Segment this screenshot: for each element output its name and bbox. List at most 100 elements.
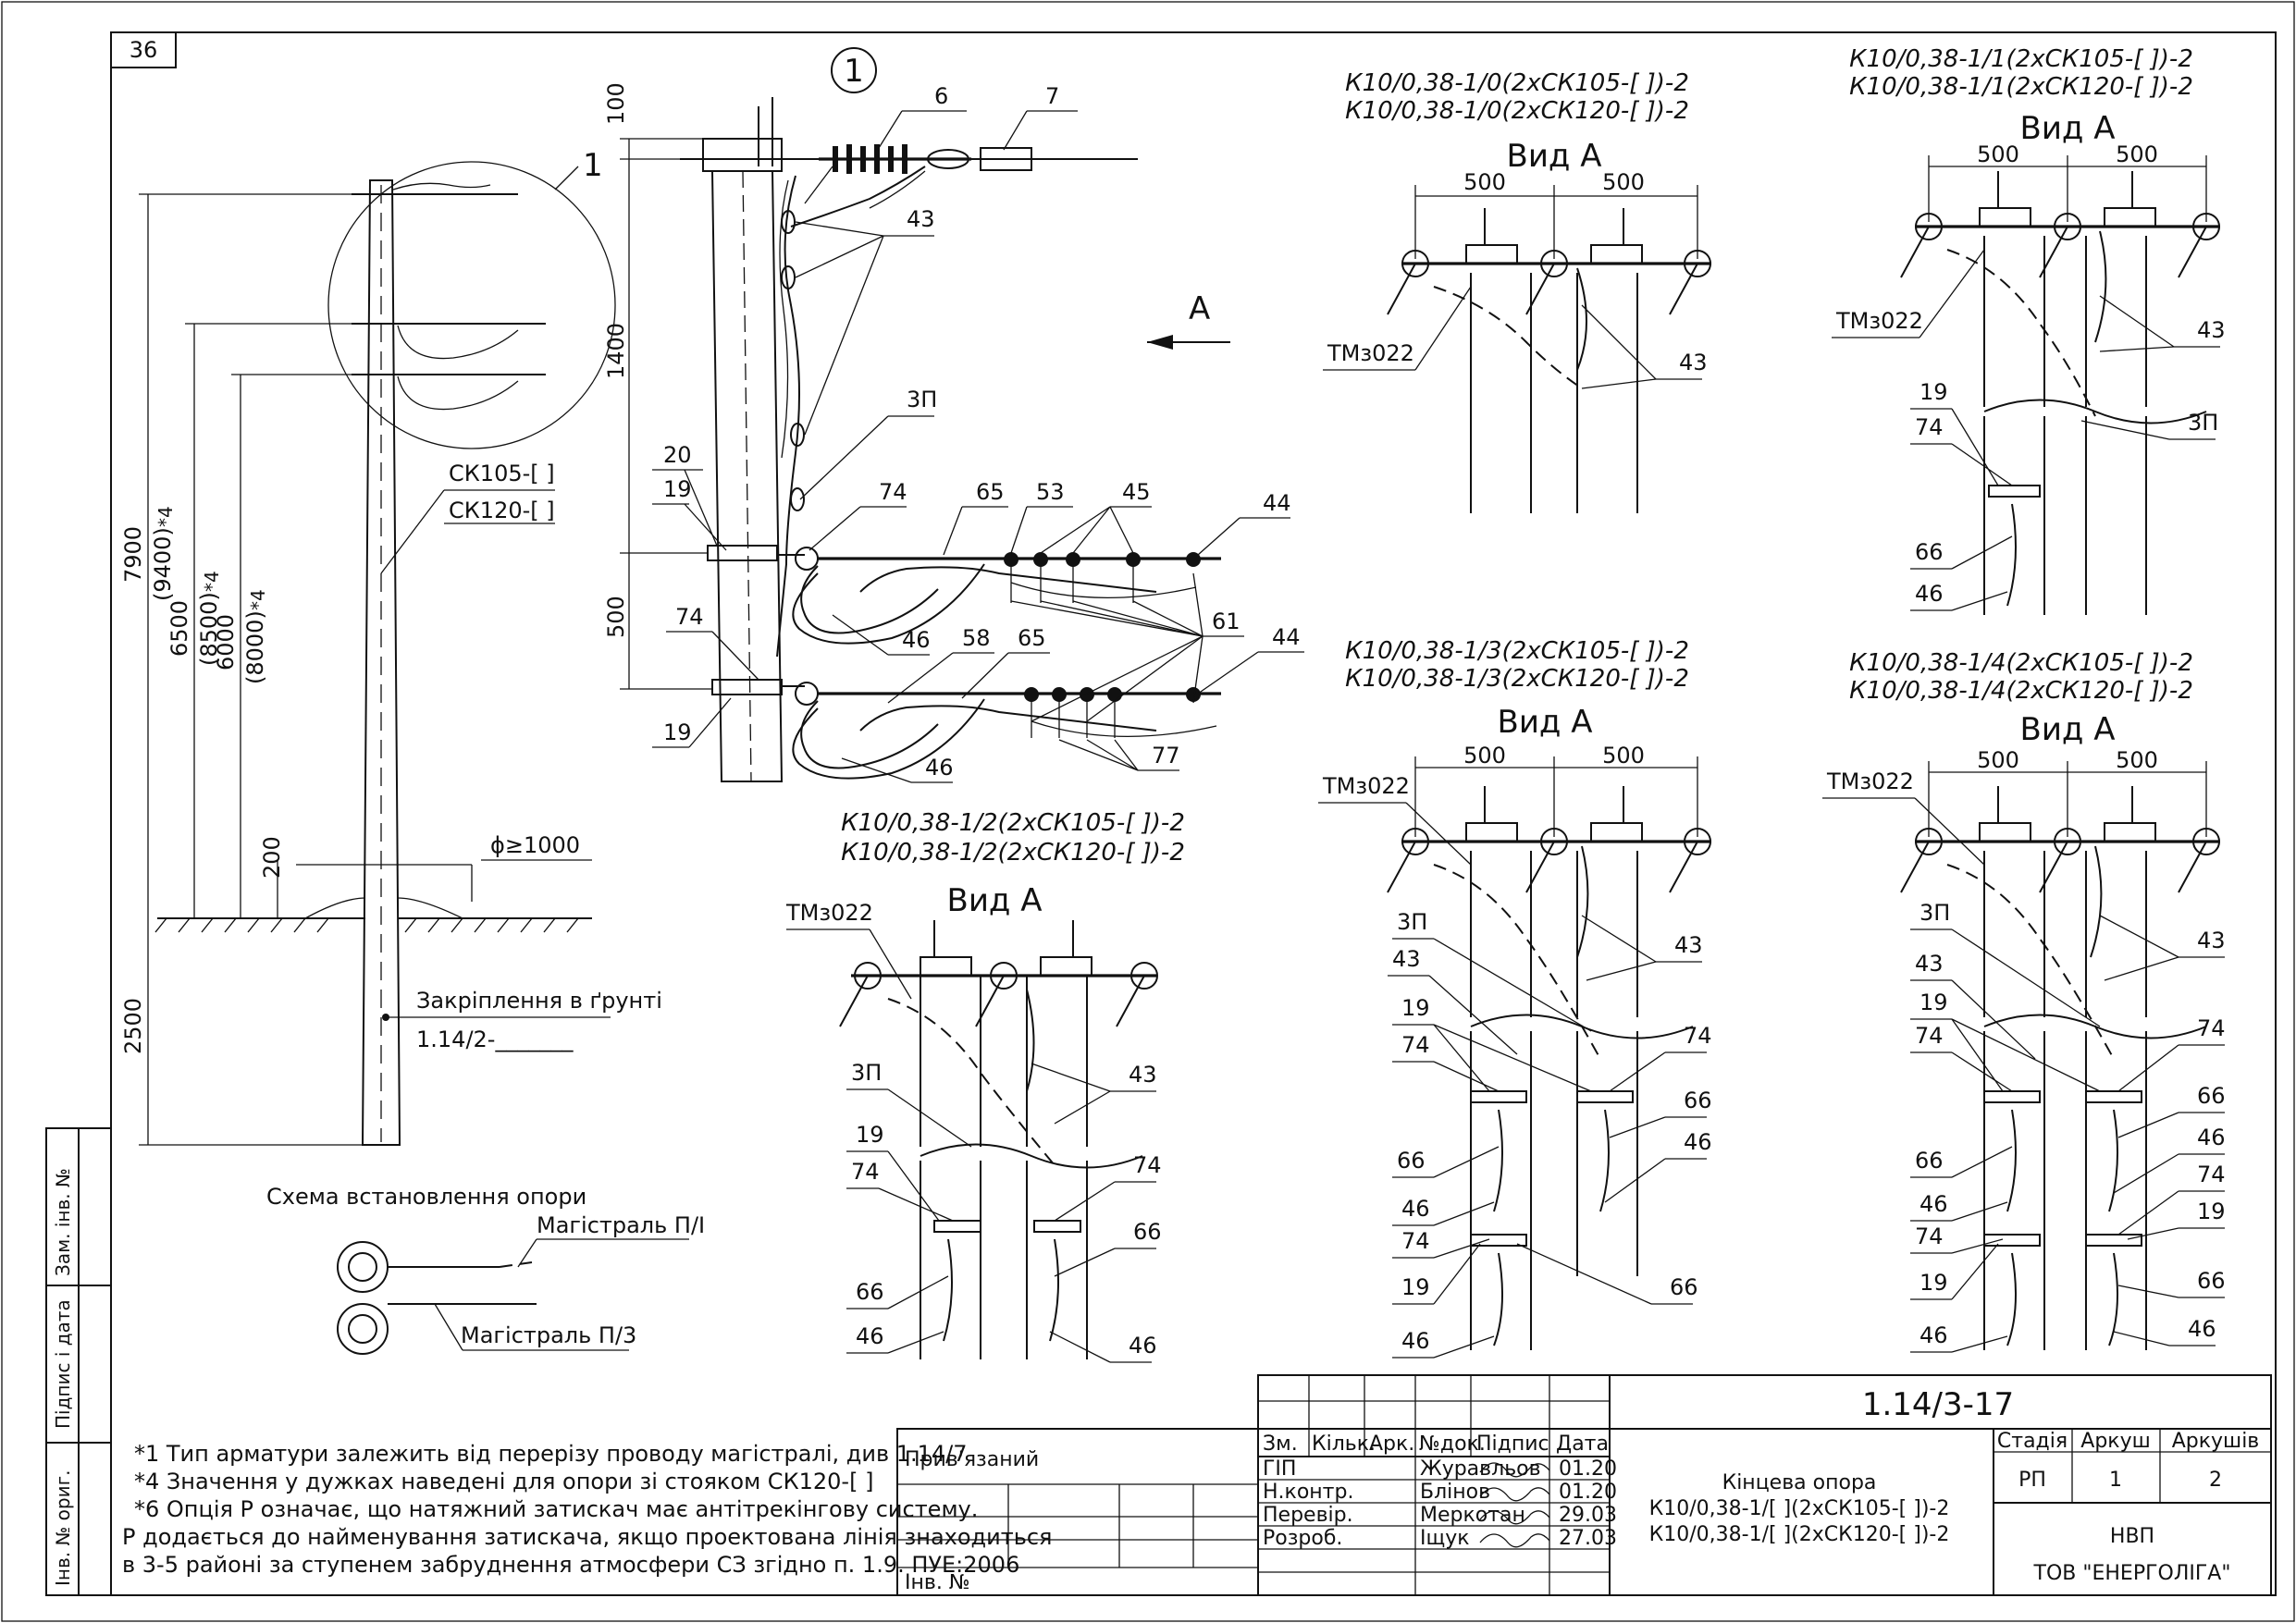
view-4-caption2: К10/0,38-1/4(2хСК120-[ ])-2 — [1849, 677, 2193, 705]
view-1-caption2: К10/0,38-1/1(2хСК120-[ ])-2 — [1849, 73, 2193, 101]
view-3-title: Вид А — [1498, 704, 1593, 741]
sheet-number: 36 — [130, 37, 158, 63]
view-3-19b: 19 — [1401, 1274, 1430, 1300]
view-4-66c: 66 — [2197, 1268, 2226, 1294]
view-0-title: Вид А — [1507, 138, 1602, 175]
item-19-top: 19 — [663, 476, 692, 502]
tb-stage-header: Стадія — [1997, 1430, 2068, 1453]
install-scheme-line1: Магістраль П/І — [537, 1212, 705, 1238]
view-4-74c: 74 — [2197, 1162, 2226, 1187]
view-3-d1: 500 — [1463, 743, 1506, 768]
view-1-d1: 500 — [1977, 141, 2019, 167]
item-61: 61 — [1212, 609, 1241, 634]
tb-name-0: Журавльов — [1420, 1457, 1541, 1481]
note-mark-4a: *4 — [154, 506, 177, 527]
tb-h-pidpys: Підпис — [1476, 1432, 1549, 1456]
view-4-43a: 43 — [2197, 928, 2226, 953]
view-4-46b: 46 — [2197, 1125, 2226, 1150]
tb-inv-no: Інв. № — [905, 1571, 970, 1594]
note-mark-4c: *4 — [247, 589, 269, 610]
note-3: *6 Опція Р означає, що натяжний затискач… — [134, 1496, 978, 1522]
item-44-bottom: 44 — [1272, 624, 1301, 650]
view-2-46a: 46 — [856, 1323, 884, 1349]
strip-replaced-inv: Зам. інв. № — [52, 1168, 74, 1276]
callout-1: 1 — [583, 147, 603, 184]
view-4-3p: 3П — [1920, 900, 1950, 926]
item-44-top: 44 — [1263, 490, 1291, 516]
install-scheme-title: Схема встановлення опори — [266, 1184, 586, 1210]
item-45: 45 — [1122, 479, 1151, 505]
left-strip: Інв. № ориг. Підпис і дата Зам. інв. № — [45, 1127, 112, 1596]
install-scheme: Схема встановлення опори Магістраль П/І … — [266, 1184, 705, 1355]
view-4-19c: 19 — [1920, 1270, 1948, 1296]
view-3-66a: 66 — [1397, 1148, 1426, 1174]
view-2-74a: 74 — [851, 1159, 880, 1185]
tb-sheet-header: Аркуш — [2080, 1430, 2150, 1453]
view-2-tm: ТМз022 — [785, 900, 873, 926]
view-k10-1-0: К10/0,38-1/0(2хСК105-[ ])-2 К10/0,38-1/0… — [1323, 69, 1711, 513]
install-scheme-line2: Магістраль П/3 — [461, 1322, 636, 1348]
tb-role-3: Розроб. — [1263, 1527, 1342, 1550]
view-4-caption1: К10/0,38-1/4(2хСК105-[ ])-2 — [1849, 649, 2193, 677]
view-4-d2: 500 — [2116, 747, 2158, 773]
foundation-ref: 1.14/2-_______ — [416, 1027, 574, 1052]
item-74-top: 74 — [879, 479, 907, 505]
view-k10-1-2: К10/0,38-1/2(2хСК105-[ ])-2 К10/0,38-1/2… — [785, 809, 1185, 1363]
view-2-46b: 46 — [1129, 1333, 1157, 1359]
note-5: в 3-5 районі за ступенем забруднення атм… — [122, 1552, 1019, 1578]
tb-sheets-header: Аркушів — [2172, 1430, 2260, 1453]
view-3-caption2: К10/0,38-1/3(2хСК120-[ ])-2 — [1345, 665, 1689, 693]
detail-1-circle: 1 — [844, 53, 864, 90]
view-2-caption1: К10/0,38-1/2(2хСК105-[ ])-2 — [841, 809, 1185, 837]
tb-name-2: Меркотан — [1420, 1504, 1525, 1527]
view-k10-1-1: К10/0,38-1/1(2хСК105-[ ])-2 К10/0,38-1/1… — [1832, 45, 2226, 615]
view-0-d2: 500 — [1602, 169, 1645, 195]
tb-roles: ГІП Журавльов 01.20 Н.контр. Блінов 01.2… — [1263, 1457, 1617, 1550]
pole-label-ck105: СК105-[ ] — [449, 461, 555, 486]
view-4-74d: 74 — [1915, 1223, 1944, 1249]
tb-date-2: 29.03 — [1559, 1504, 1617, 1527]
dim-6500: 6500 — [167, 600, 192, 657]
foundation-label: Закріплення в ґрунті — [416, 988, 662, 1014]
note-1: *1 Тип арматури залежить від перерізу пр… — [134, 1441, 968, 1467]
tb-name-3: Іщук — [1420, 1527, 1470, 1550]
dim-2500: 2500 — [120, 998, 146, 1054]
view-k10-1-3: К10/0,38-1/3(2хСК105-[ ])-2 К10/0,38-1/3… — [1318, 637, 1712, 1359]
tb-org1: НВП — [2110, 1525, 2154, 1548]
signatures — [1479, 1462, 1550, 1548]
view-0-caption1: К10/0,38-1/0(2хСК105-[ ])-2 — [1345, 69, 1689, 97]
note-4: Р додається до найменування затискача, я… — [122, 1524, 1053, 1550]
view-1-43: 43 — [2197, 317, 2226, 343]
view-k10-1-4: К10/0,38-1/4(2хСК105-[ ])-2 К10/0,38-1/4… — [1822, 649, 2226, 1353]
tb-h-zm: Зм. — [1263, 1432, 1298, 1456]
item-46-top: 46 — [902, 627, 931, 653]
view-3-66b: 66 — [1684, 1088, 1712, 1113]
view-4-46a: 46 — [1920, 1191, 1948, 1217]
dim-1400: 1400 — [603, 323, 629, 379]
view-4-19b: 19 — [2197, 1199, 2226, 1224]
tb-h-kilk: Кільк. — [1312, 1432, 1376, 1456]
view-3-3p: 3П — [1397, 909, 1427, 935]
view-3-43a: 43 — [1674, 932, 1703, 958]
view-0-caption2: К10/0,38-1/0(2хСК120-[ ])-2 — [1345, 97, 1689, 125]
detail-1-callouts: 6 7 43 3П 20 19 74 65 53 45 44 74 46 — [652, 83, 1304, 783]
view-4-43b: 43 — [1915, 951, 1944, 977]
tb-sheet: 1 — [2109, 1469, 2122, 1492]
dim-200: 200 — [259, 836, 285, 879]
tb-role-1: Н.контр. — [1263, 1481, 1353, 1504]
view-3-74b: 74 — [1684, 1023, 1712, 1049]
item-53: 53 — [1036, 479, 1065, 505]
dim-500-detail: 500 — [603, 596, 629, 638]
item-19-bottom: 19 — [663, 719, 692, 745]
view-1-19: 19 — [1920, 379, 1948, 405]
tb-date-1: 01.20 — [1559, 1481, 1617, 1504]
view-2-66b: 66 — [1133, 1219, 1162, 1245]
tb-org2: ТОВ "ЕНЕРГОЛІГА" — [2033, 1562, 2231, 1585]
tb-date-0: 01.20 — [1559, 1457, 1617, 1481]
view-2-title: Вид А — [947, 882, 1043, 919]
tb-drawing-code: 1.14/3-17 — [1862, 1386, 2014, 1423]
tb-desc-2: К10/0,38-1/[ ](2хСК120-[ ])-2 — [1649, 1523, 1950, 1546]
tb-attached: Прив'язаний — [905, 1448, 1039, 1471]
view-4-19a: 19 — [1920, 990, 1948, 1015]
tb-headers: Зм. Кільк. Арк. №док. Підпис Дата — [1263, 1432, 1609, 1456]
